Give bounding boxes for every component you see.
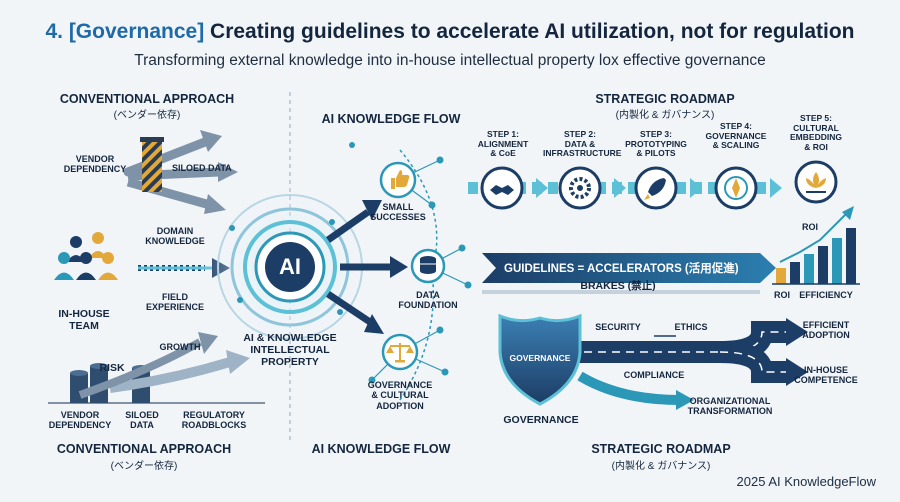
team-people-icon (54, 232, 118, 280)
guidelines-band (482, 253, 776, 294)
security-label: SECURITY (595, 322, 641, 332)
strategic-roadmap-bottom-title: STRATEGIC ROADMAP (591, 442, 731, 456)
organizational-transformation-label: ORGANIZATIONAL TRANSFORMATION (687, 396, 773, 417)
footer-credit: 2025 AI KnowledgeFlow (736, 474, 876, 489)
roi-label: ROI (773, 290, 790, 300)
ai-hub-label: AI (279, 254, 301, 279)
shield-label: GOVERNANCE (509, 353, 571, 363)
vendor-dependency-label: VENDOR DEPENDENCY (63, 154, 127, 175)
roi-top-label: ROI (801, 222, 818, 232)
bottom-siloed-data-label: SILOED DATA (125, 410, 159, 431)
ethics-label: ETHICS (674, 322, 708, 332)
pillar-icon (70, 373, 88, 403)
step-5-label: STEP 5: CULTURAL EMBEDDING & ROI (790, 113, 842, 152)
step-1-label: STEP 1: ALIGNMENT & CoE (477, 129, 529, 159)
domain-knowledge-label: DOMAIN KNOWLEDGE (145, 226, 205, 247)
siloed-data-label: SILOED DATA (172, 163, 232, 173)
ai-hub (200, 177, 380, 357)
roi-chart (772, 206, 860, 285)
conventional-approach-subtitle: (ベンダー依存) (113, 110, 181, 121)
in-house-competence-label: IN-HOUSE COMPETENCE (794, 365, 858, 386)
regulatory-roadblocks-label: REGULATORY ROADBLOCKS (181, 410, 247, 431)
data-foundation-label: DATA FOUNDATION (398, 290, 458, 311)
efficiency-label: EFFICIENCY (799, 290, 853, 300)
conventional-top-graphic (123, 130, 238, 214)
step-3-label: STEP 3: PROTOTYPING & PILOTS (625, 129, 687, 159)
growth-label: GROWTH (159, 342, 201, 352)
ai-ip-label: AI & KNOWLEDGE INTELLECTUAL PROPERTY (243, 332, 337, 369)
ai-knowledge-flow-title: AI KNOWLEDGE FLOW (321, 112, 461, 126)
barrier-pillar-icon (142, 140, 162, 192)
bottom-vendor-dependency-label: VENDOR DEPENDENCY (48, 410, 112, 431)
governance-adoption-label: GOVERNANCE & CULTURAL ADOPTION (367, 380, 433, 411)
hub-arrows (325, 200, 408, 334)
governance-roads (570, 318, 808, 410)
in-house-team-label: IN-HOUSE TEAM (58, 308, 110, 333)
strategic-roadmap-title: STRATEGIC ROADMAP (595, 92, 735, 106)
brakes-label: BRAKES (禁止) (580, 280, 656, 292)
shield-icon (498, 313, 582, 406)
efficient-adoption-label: EFFICIENT ADOPTION (802, 320, 850, 341)
conventional-approach-bottom-title: CONVENTIONAL APPROACH (56, 442, 232, 456)
strategic-roadmap-bottom-subtitle: (内製化 & ガバナンス) (611, 461, 711, 472)
step-2-label: STEP 2: DATA & INFRASTRUCTURE (543, 129, 622, 159)
roadmap-steps (468, 160, 838, 210)
field-experience-label: FIELD EXPERIENCE (145, 292, 205, 313)
ai-knowledge-flow-bottom-title: AI KNOWLEDGE FLOW (311, 442, 451, 456)
compliance-label: COMPLIANCE (623, 370, 685, 380)
risk-label: RISK (99, 362, 125, 374)
guidelines-label: GUIDELINES = ACCELERATORS (活用促進) (504, 263, 739, 275)
conventional-approach-bottom-subtitle: (ベンダー依存) (110, 461, 178, 472)
strategic-roadmap-subtitle: (内製化 & ガバナンス) (615, 110, 715, 121)
small-successes-label: SMALL SUCCESSES (370, 202, 426, 223)
conventional-approach-title: CONVENTIONAL APPROACH (59, 92, 235, 106)
page-title: 4. [Governance] Creating guidelines to a… (45, 20, 855, 43)
governance-label: GOVERNANCE (503, 414, 579, 426)
step-4-label: STEP 4: GOVERNANCE & SCALING (705, 121, 767, 151)
page-subtitle: Transforming external knowledge into in-… (134, 52, 766, 69)
knowledge-network (349, 142, 472, 401)
conventional-bottom-graphic (48, 332, 265, 404)
